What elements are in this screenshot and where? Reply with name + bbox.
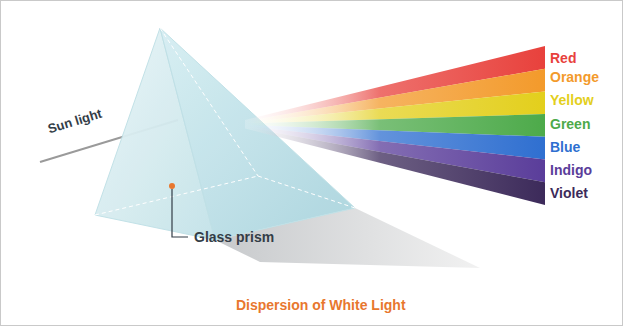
part-name: Glass prism (194, 229, 274, 245)
color-label: Violet (550, 185, 588, 201)
caption: Dispersion of White Light (236, 297, 406, 313)
color-label: Blue (550, 139, 580, 155)
sunlight-label: Sun light (46, 106, 104, 138)
color-label: Red (550, 50, 576, 66)
leader-dot (169, 183, 175, 189)
spectrum-band (245, 127, 545, 205)
color-label: Orange (550, 69, 599, 85)
spectrum-band (245, 126, 545, 182)
color-label: Green (550, 116, 590, 132)
color-label: Indigo (550, 162, 592, 178)
hidden-edge (258, 176, 355, 208)
spectrum-fan (245, 46, 545, 205)
hidden-edge (95, 176, 258, 215)
color-label: Yellow (550, 92, 594, 108)
leader-line (172, 189, 188, 237)
hidden-edge (160, 28, 258, 176)
